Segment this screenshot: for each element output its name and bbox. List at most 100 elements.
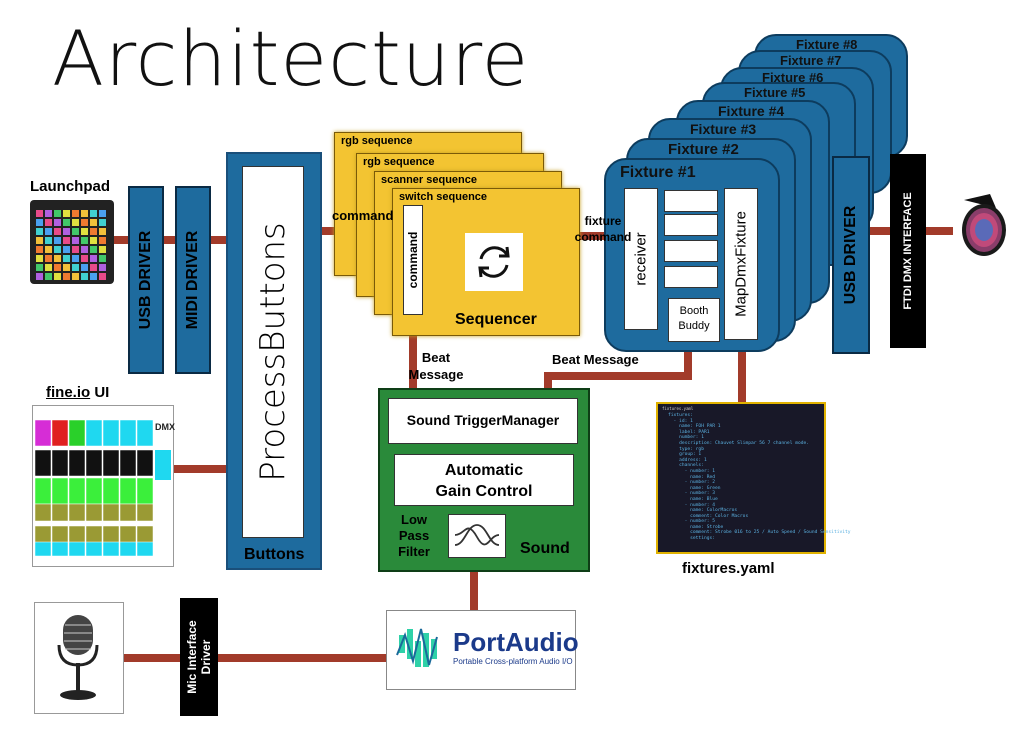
fixture-command-label: fixture command [574, 214, 632, 244]
fineio-pad [85, 541, 103, 557]
mic-driver-label: Mic Interface Driver [185, 620, 213, 694]
launchpad-pad [81, 246, 88, 253]
yaml-editor: fixtures.yaml fixtures: - id: 1 name: FO… [656, 402, 851, 554]
mic-driver-box: Mic Interface Driver [180, 598, 218, 716]
fineio-pad [119, 449, 137, 477]
launchpad-pad [99, 237, 106, 244]
fineio-pad [34, 525, 52, 544]
fineio-pad [51, 525, 69, 544]
fineio-pad [68, 477, 86, 505]
yaml-line: name: FOH PAR 1 [668, 424, 721, 430]
fixture-name-6: Fixture #6 [762, 70, 824, 85]
fineio-pad [34, 419, 52, 447]
launchpad-pad [99, 228, 106, 235]
launchpad-pad [36, 219, 43, 226]
buttons-panel: ProcessButtons Buttons [226, 152, 322, 570]
arrow-beat-booth [684, 338, 692, 380]
launchpad-pad [45, 246, 52, 253]
yaml-line: label: PAR1 [668, 429, 710, 435]
launchpad-pad [63, 273, 70, 280]
fineio-pad [85, 419, 103, 447]
booth-buddy-box: Booth Buddy [668, 298, 720, 342]
fineio-pad [85, 503, 103, 522]
launchpad-pad [99, 273, 106, 280]
fineio-pad [68, 541, 86, 557]
yaml-line: - number: 5 [668, 519, 716, 525]
fineio-screen: DMX [32, 405, 175, 567]
launchpad-pad [45, 264, 52, 271]
fineio-pad [102, 541, 120, 557]
yaml-line: name: Red [668, 474, 716, 480]
fineio-pad [136, 419, 154, 447]
launchpad-pad [81, 210, 88, 217]
launchpad-pad [90, 246, 97, 253]
fineio-pad [34, 541, 52, 557]
yaml-line: comment: Color Macros [668, 513, 749, 519]
sequence-card-4: switch sequence command Sequencer [392, 188, 580, 336]
process-buttons-box: ProcessButtons [242, 166, 304, 538]
launchpad-pad [63, 219, 70, 226]
launchpad-pad [99, 264, 106, 271]
launchpad-pad [36, 246, 43, 253]
launchpad-pad [90, 210, 97, 217]
fixture-name-3: Fixture #3 [690, 121, 757, 137]
launchpad-pad [72, 219, 79, 226]
fineio-pad [102, 449, 120, 477]
launchpad-pad [54, 255, 61, 262]
portaudio-subtitle: Portable Cross-platform Audio I/O [453, 657, 573, 666]
launchpad-pad [63, 228, 70, 235]
sequence-name-1: rgb sequence [341, 135, 413, 147]
arrow-launchpad-usb [112, 236, 130, 244]
fineio-pad [102, 419, 120, 447]
fineio-pad [51, 503, 69, 522]
launchpad-pad [90, 219, 97, 226]
trigger-manager-label: Sound TriggerManager [406, 412, 560, 428]
beat-message-left: Beat Message [408, 350, 464, 382]
yaml-line: type: rgb [668, 446, 704, 452]
yaml-tab: fixtures.yaml [662, 406, 694, 411]
launchpad-pad [63, 264, 70, 271]
fineio-pad [102, 477, 120, 505]
fineio-pad [51, 449, 69, 477]
sound-box: Sound TriggerManager Automatic Gain Cont… [378, 388, 590, 572]
fineio-name: fine.io [46, 384, 91, 401]
launchpad-pad [72, 246, 79, 253]
yaml-line: address: 1 [668, 457, 707, 463]
launchpad-pad [72, 210, 79, 217]
agc-box: Automatic Gain Control [394, 454, 574, 506]
portaudio-name: PortAudio [453, 627, 579, 657]
yaml-line: - number: 1 [668, 468, 716, 474]
launchpad-pad [63, 255, 70, 262]
lpf-label: Low Pass Filter [398, 512, 430, 559]
fixture-slot-4 [664, 266, 718, 288]
fineio-pad [102, 503, 120, 522]
buttons-group-label: Buttons [244, 546, 305, 563]
launchpad-pad [36, 210, 43, 217]
usb-driver-out-label: USB DRIVER [842, 205, 859, 305]
sequence-name-2: rgb sequence [363, 156, 435, 168]
launchpad-pad [81, 219, 88, 226]
fineio-suffix: UI [90, 384, 110, 401]
launchpad-pad [36, 264, 43, 271]
microphone-frame [34, 602, 124, 714]
fineio-pad [119, 541, 137, 557]
fixture-name-7: Fixture #7 [780, 53, 842, 68]
command-vertical-label: command [406, 231, 420, 289]
arrow-seq-fixture [578, 232, 622, 240]
yaml-line: name: ColorMacros [668, 508, 738, 514]
usb-driver-out-box: USB DRIVER [832, 156, 870, 354]
yaml-line: comment: Strobe 016 to 25 / Auto Speed /… [668, 530, 851, 536]
launchpad-pad [36, 237, 43, 244]
fineio-pad [136, 477, 154, 505]
fineio-pad [85, 525, 103, 544]
fineio-pad [136, 449, 154, 477]
fineio-side-pad [155, 450, 171, 480]
yaml-code: fixtures: - id: 1 name: FOH PAR 1 label:… [658, 413, 851, 542]
launchpad-pad [45, 255, 52, 262]
yaml-line: - number: 4 [668, 502, 716, 508]
launchpad-pad [99, 246, 106, 253]
yaml-label: fixtures.yaml [682, 560, 775, 577]
launchpad-pad [81, 237, 88, 244]
launchpad-pad [90, 264, 97, 271]
launchpad-pad [90, 273, 97, 280]
